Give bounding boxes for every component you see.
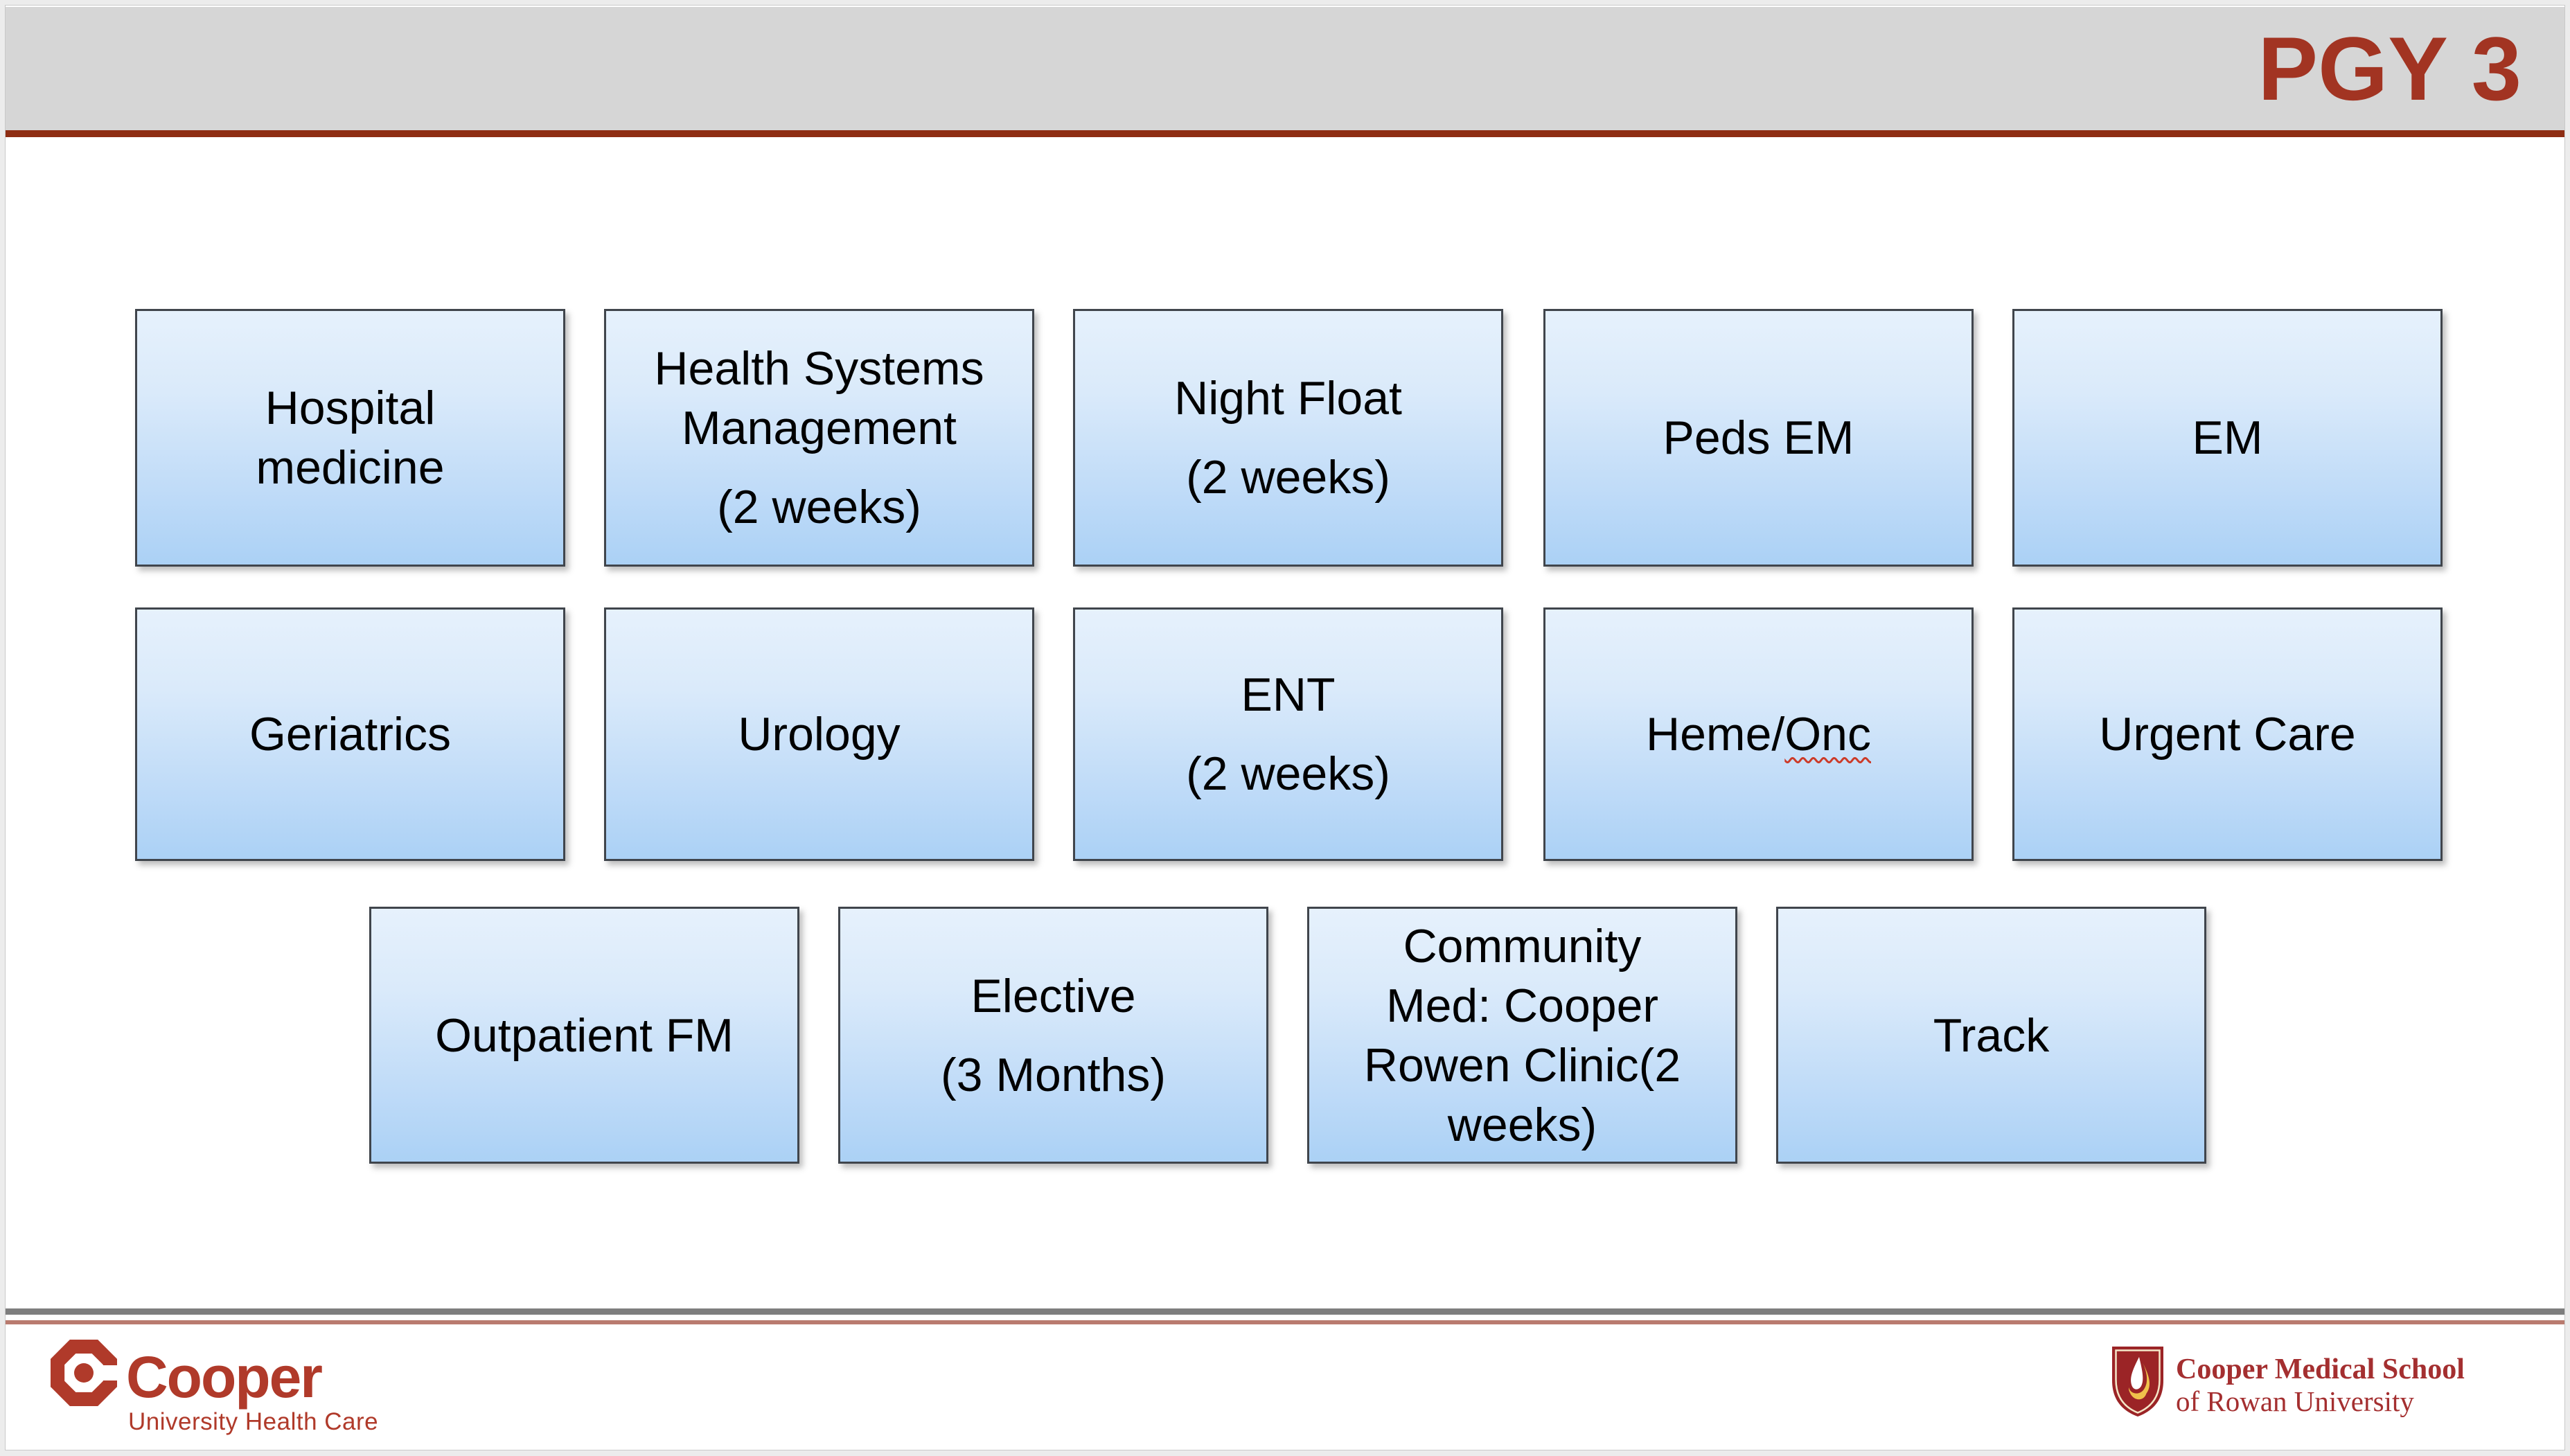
box-label: Elective: [971, 969, 1136, 1022]
rotation-box-health-systems-management: Health Systems Management (2 weeks): [604, 309, 1034, 567]
box-label: Heme/Onc: [1646, 704, 1871, 764]
cooper-logo-tagline: University Health Care: [128, 1408, 379, 1435]
rotation-box-em: EM: [2012, 309, 2443, 567]
cooper-octagon-icon: [51, 1340, 118, 1406]
box-duration: (3 Months): [941, 1048, 1166, 1101]
box-label: Urgent Care: [2099, 708, 2356, 761]
box-label: Health Systems Management: [654, 342, 984, 454]
box-label: EM: [2192, 411, 2263, 464]
page-title: PGY 3: [2258, 18, 2522, 119]
cmsru-logo-line1: Cooper Medical School: [2176, 1353, 2465, 1385]
octagon-c-gap: [91, 1365, 118, 1380]
box-duration: (2 weeks): [717, 481, 921, 533]
box-label-part1: Heme/: [1646, 708, 1785, 761]
rotation-box-hospital-medicine: Hospital medicine: [135, 309, 565, 567]
rotation-box-geriatrics: Geriatrics: [135, 607, 565, 861]
box-label: Peds EM: [1663, 411, 1854, 464]
box-label-part2-spellcheck: Onc: [1784, 708, 1871, 761]
box-label: Outpatient FM: [435, 1009, 734, 1062]
rotation-box-elective: Elective (3 Months): [838, 907, 1268, 1164]
header-rule: [6, 130, 2564, 137]
box-label: Night Float: [1174, 372, 1402, 425]
box-label: Urology: [738, 708, 901, 761]
rotation-box-outpatient-fm: Outpatient FM: [369, 907, 799, 1164]
rotation-box-urgent-care: Urgent Care: [2012, 607, 2443, 861]
slide: PGY 3 Hospital medicine Health Systems M…: [5, 5, 2565, 1450]
cooper-logo-wordmark: Cooper: [126, 1344, 323, 1410]
box-label: Geriatrics: [249, 708, 451, 761]
box-label: Hospital medicine: [256, 382, 445, 494]
box-label: Community Med: Cooper Rowen Clinic(2 wee…: [1363, 919, 1681, 1151]
octagon-dot: [74, 1363, 94, 1383]
rotation-box-peds-em: Peds EM: [1543, 309, 1974, 567]
box-duration: (2 weeks): [1186, 451, 1390, 504]
footer-rule-gray: [6, 1308, 2564, 1315]
box-label: Track: [1933, 1009, 2050, 1062]
cmsru-logo-line2: of Rowan University: [2176, 1385, 2414, 1417]
rotation-box-urology: Urology: [604, 607, 1034, 861]
rotation-box-heme-onc: Heme/Onc: [1543, 607, 1974, 861]
cmsru-shield-icon: [2112, 1347, 2163, 1417]
rotation-box-track: Track: [1776, 907, 2206, 1164]
rotation-box-ent: ENT (2 weeks): [1073, 607, 1503, 861]
rotation-box-community-med: Community Med: Cooper Rowen Clinic(2 wee…: [1307, 907, 1737, 1164]
rotation-box-night-float: Night Float (2 weeks): [1073, 309, 1503, 567]
box-label: ENT: [1241, 668, 1336, 721]
footer-rule-red: [6, 1320, 2564, 1324]
slide-header: PGY 3: [6, 7, 2564, 130]
box-duration: (2 weeks): [1186, 747, 1390, 800]
cmsru-logo-text: Cooper Medical School of Rowan Universit…: [2176, 1353, 2465, 1417]
